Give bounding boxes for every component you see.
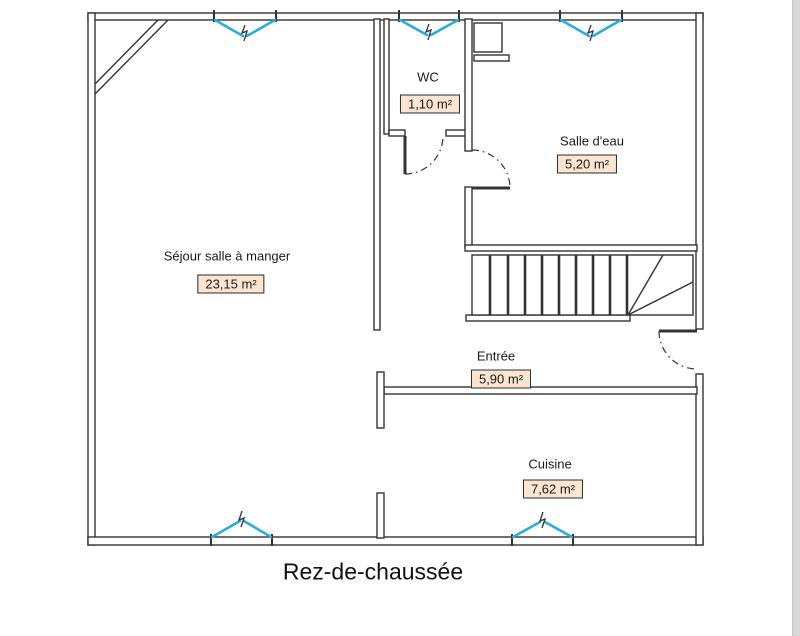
wall-right-upper: [695, 12, 704, 330]
wall-t-stub: [376, 371, 385, 429]
window-salle-deau-top: [559, 10, 623, 42]
area-badge-cuisine: 7,62 m²: [522, 479, 584, 499]
wall-wc-bottom-left: [388, 129, 406, 137]
area-badge-sejour: 23,15 m²: [197, 274, 265, 294]
wall-bottom: [87, 536, 704, 546]
area-badge-salle-deau: 5,20 m²: [556, 154, 618, 174]
wall-cuisine-sejour-stub: [376, 492, 385, 539]
duct-stub: [473, 54, 510, 62]
stair-winder-edge: [627, 281, 694, 316]
stair-outline: [471, 254, 694, 316]
room-label-entree: Entrée: [476, 348, 516, 364]
page-title: Rez-de-chaussée: [282, 558, 464, 585]
page-edge-strip: [792, 0, 800, 636]
wall-salle-deau-left-lower: [464, 186, 473, 248]
wall-top: [87, 12, 704, 21]
salle-deau-door-arc: [471, 149, 511, 189]
corner-chamfer-wall-outer: [94, 19, 169, 95]
window-wc-top: [398, 10, 460, 41]
room-label-cuisine: Cuisine: [528, 456, 572, 472]
window-latch-icon: [586, 24, 595, 42]
wall-right-lower: [695, 373, 704, 546]
window-latch-icon: [237, 510, 246, 528]
wc-door-arc: [404, 135, 444, 175]
corner-chamfer-wall-inner: [94, 19, 159, 85]
window-latch-icon: [240, 24, 249, 42]
wall-wc-bottom-right: [445, 129, 467, 137]
wall-entree-cuisine: [383, 386, 698, 395]
windows: [210, 10, 623, 546]
outer-walls: [87, 12, 704, 546]
wall-salle-deau-bottom: [464, 244, 698, 252]
wall-sejour-corridor: [373, 18, 381, 331]
interior-walls: [373, 18, 698, 539]
room-label-sejour: Séjour salle à manger: [163, 248, 291, 264]
entrance-door-arc: [658, 330, 698, 370]
room-label-wc: WC: [417, 69, 439, 85]
stair-winder-edge: [627, 254, 664, 316]
window-sejour-top: [213, 10, 277, 42]
stair-lip: [465, 314, 631, 322]
window-latch-icon: [538, 511, 547, 529]
window-cuisine-bottom: [511, 511, 574, 546]
window-sejour-bottom: [210, 510, 273, 546]
wall-left: [87, 12, 96, 546]
area-badge-entree: 5,90 m²: [470, 369, 532, 389]
window-latch-icon: [424, 23, 433, 41]
room-label-salle-deau: Salle d'eau: [560, 133, 624, 149]
wall-salle-deau-left-upper: [464, 18, 473, 152]
doors: [403, 135, 698, 370]
area-badge-wc: 1,10 m²: [399, 94, 461, 114]
staircase: [465, 254, 694, 322]
duct-box: [473, 22, 503, 53]
wall-wc-left: [383, 18, 390, 135]
